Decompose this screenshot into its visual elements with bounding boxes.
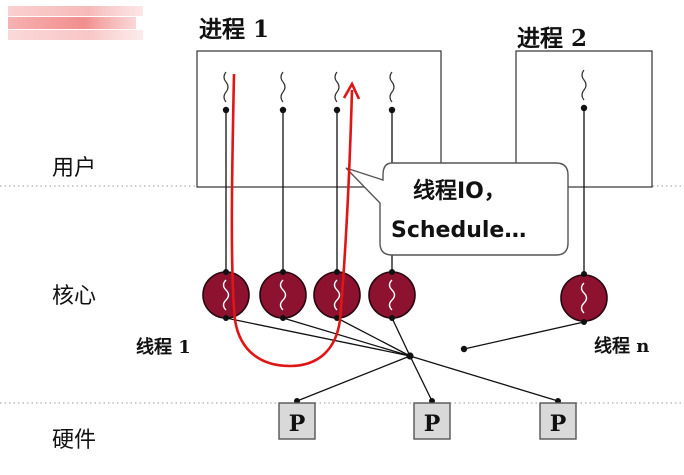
kernel-thread-bottom-dot: [581, 319, 587, 325]
processor-label: P: [424, 411, 441, 437]
red-path-line: [230, 73, 354, 368]
process-2-title: 进程 2: [517, 25, 587, 52]
kernel-thread-1: [202, 269, 250, 321]
processors: P P P: [278, 398, 577, 440]
dispatch-wires: [225, 317, 585, 402]
red-path-arrowhead: [342, 81, 361, 100]
kernel-thread-2: [259, 269, 307, 321]
kernel-thread-top-dot: [581, 271, 587, 277]
kernel-thread-1-label: 线程 1: [136, 336, 191, 358]
processor-box: [413, 402, 451, 440]
kernel-thread-squiggle: [222, 279, 230, 311]
process-1-title: 进程 1: [199, 16, 269, 43]
kthread-n-wire: [463, 321, 585, 350]
callout-bubble: 线程IO， Schedule…: [345, 162, 569, 256]
kernel-thread-3: [313, 269, 361, 321]
processor-box: [539, 402, 577, 440]
kernel-thread-sphere: [368, 271, 416, 319]
kernel-layer-label: 核心: [52, 284, 96, 309]
kernel-thread-sphere: [560, 274, 608, 322]
user-thread-squiggle: [223, 71, 229, 103]
kernel-thread-n-label: 线程 n: [594, 335, 649, 357]
kthread-1-wire: [225, 317, 411, 357]
kthread-2-wire: [282, 317, 411, 357]
processor-1: P: [278, 398, 316, 440]
kernel-thread-bottom-dot: [334, 315, 340, 321]
user-layer-label: 用户: [52, 156, 96, 181]
processor-label: P: [550, 411, 567, 437]
kthread-3-wire: [336, 317, 411, 357]
execution-path: [230, 73, 361, 368]
kernel-thread-bottom-dot: [223, 315, 229, 321]
processor-3: P: [539, 398, 577, 440]
processor-label: P: [289, 411, 306, 437]
kernel-thread-top-dot: [223, 269, 229, 275]
kernel-threads: [202, 269, 608, 325]
user-thread-squiggle: [280, 71, 286, 103]
user-thread-squiggle: [581, 69, 587, 101]
cpu-1-wire: [296, 355, 411, 402]
kernel-thread-squiggle: [279, 279, 287, 311]
kernel-thread-squiggle: [580, 282, 588, 314]
kernel-thread-sphere: [313, 271, 361, 319]
processor-2: P: [413, 398, 451, 440]
kernel-thread-squiggle: [388, 279, 396, 311]
cpu-2-wire: [409, 355, 433, 402]
kernel-thread-4: [368, 269, 416, 321]
callout-line-2: Schedule…: [391, 218, 526, 243]
logo-stripe: [8, 6, 143, 40]
kernel-thread-top-dot: [280, 269, 286, 275]
hardware-layer-label: 硬件: [52, 428, 96, 453]
kernel-thread-top-dot: [389, 269, 395, 275]
processor-box: [278, 402, 316, 440]
callout-line-1: 线程IO，: [413, 178, 506, 204]
kernel-thread-sphere: [259, 271, 307, 319]
kernel-thread-n: [560, 271, 608, 325]
user-thread-squiggle: [334, 71, 340, 103]
kernel-thread-sphere: [202, 271, 250, 319]
kernel-thread-squiggle: [333, 279, 341, 311]
user-thread-squiggle: [389, 71, 395, 103]
kthread-n-end-dot: [460, 345, 468, 353]
kernel-thread-top-dot: [334, 269, 340, 275]
kthread-4-wire: [391, 317, 411, 357]
dispatcher-node: [406, 352, 414, 360]
kernel-thread-bottom-dot: [280, 315, 286, 321]
callout-shape: [345, 162, 569, 256]
kernel-thread-bottom-dot: [389, 315, 395, 321]
cpu-3-wire: [409, 355, 559, 402]
